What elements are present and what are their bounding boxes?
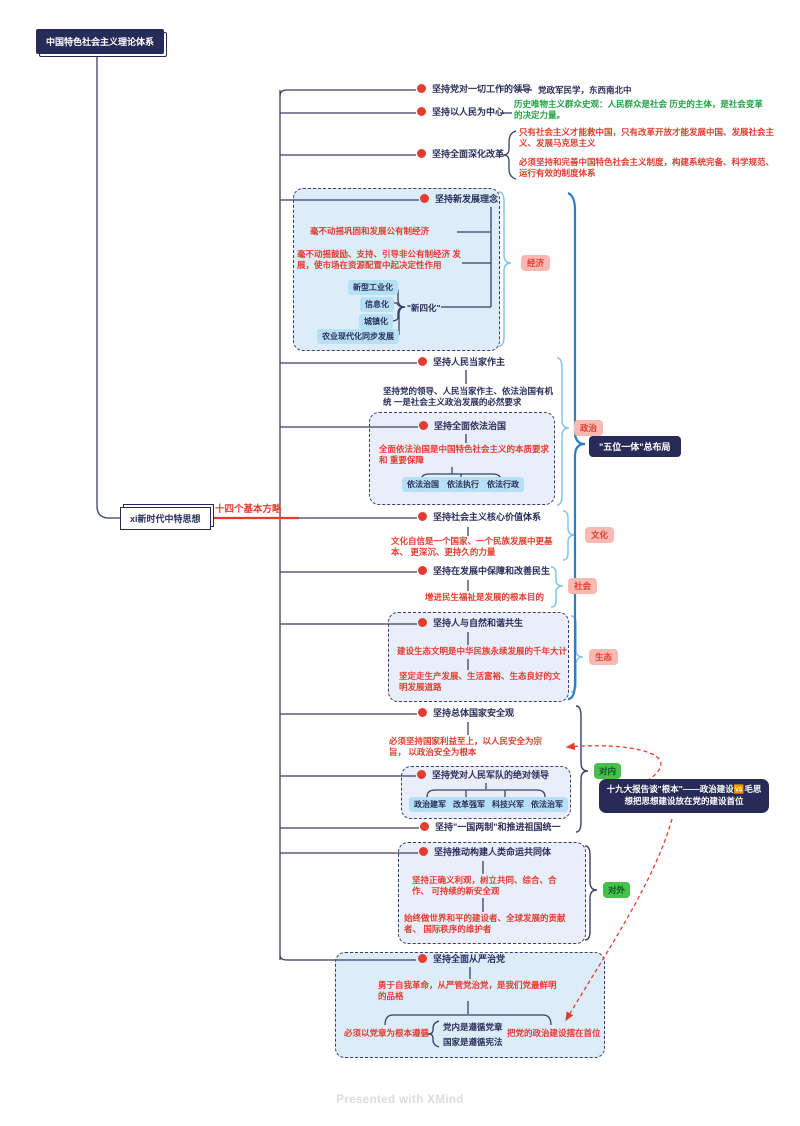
topic-deepen-reform[interactable]: 坚持全面深化改革 <box>417 147 504 160</box>
pill-reform-army[interactable]: 改革强军 <box>448 797 490 812</box>
center-node[interactable]: xi新时代中特思想 <box>120 507 211 530</box>
pill-industrialization[interactable]: 新型工业化 <box>348 280 398 295</box>
note-ecology-1[interactable]: 建设生态文明是中华民族永续发展的千年大计 <box>397 646 568 656</box>
pill-agri-modernization[interactable]: 农业现代化同步发展 <box>317 329 399 344</box>
bullet-icon <box>419 421 428 430</box>
bullet-icon <box>420 194 429 203</box>
bullet-icon <box>418 357 427 366</box>
category-pill-culture[interactable]: 文化 <box>585 527 615 543</box>
scope-pill-foreign[interactable]: 对外 <box>603 882 631 898</box>
callout-nineteenth-report[interactable]: 十九大报告谈"根本"——政治建设🆚毛思想把思想建设放在党的建设首位 <box>599 779 769 813</box>
section-box-economy <box>293 188 500 351</box>
bullet-icon <box>418 618 427 627</box>
note-community-1[interactable]: 坚持正确义利观，树立共同、综合、合作、 可持续的新安全观 <box>412 875 557 897</box>
root-node[interactable]: 中国特色社会主义理论体系 <box>36 29 165 54</box>
pill-tech-army[interactable]: 科技兴军 <box>487 797 529 812</box>
callout-five-in-one[interactable]: "五位一体"总布局 <box>589 436 681 457</box>
topic-new-development[interactable]: 坚持新发展理念 <box>420 192 498 205</box>
bullet-icon <box>418 512 427 521</box>
pill-urbanization[interactable]: 城镇化 <box>359 314 393 329</box>
topic-harmony-nature[interactable]: 坚持人与自然和谐共生 <box>418 616 523 629</box>
bullet-icon <box>417 107 426 116</box>
note-state-constitution[interactable]: 国家是遵循宪法 <box>443 1037 503 1047</box>
section-box-ecology <box>388 612 569 702</box>
note-economy-1[interactable]: 毫不动摇巩固和发展公有制经济 <box>310 226 430 236</box>
note-economy-2[interactable]: 毫不动摇鼓励、支持、引导非公有制经济 发展，使市场在资源配置中起决定性作用 <box>297 249 461 271</box>
note-reform-2[interactable]: 必须坚持和完善中国特色社会主义制度，构建系统完备、科学规范、运行有效的制度体系 <box>519 157 775 179</box>
topic-rule-of-law[interactable]: 坚持全面依法治国 <box>419 419 506 432</box>
note-livelihood[interactable]: 增进民生福祉是发展的根本目的 <box>425 592 545 602</box>
bullet-icon <box>417 149 426 158</box>
topic-one-country-two-systems[interactable]: 坚持"一国两制"和推进祖国统一 <box>420 820 561 833</box>
topic-national-security[interactable]: 坚持总体国家安全观 <box>418 706 514 719</box>
topic-party-leadership[interactable]: 坚持党对一切工作的领导 <box>417 82 531 95</box>
note-community-2[interactable]: 始终做世界和平的建设者、全球发展的贡献者、 国际秩序的维护者 <box>404 913 566 935</box>
topic-people-centered[interactable]: 坚持以人民为中心 <box>417 105 504 118</box>
topic-people-masters[interactable]: 坚持人民当家作主 <box>418 355 505 368</box>
watermark-presented-with-xmind: Presented with XMind <box>336 1094 464 1106</box>
topic-livelihood[interactable]: 坚持在发展中保障和改善民生 <box>418 564 550 577</box>
bullet-icon <box>419 847 428 856</box>
bullet-icon <box>420 822 429 831</box>
pill-political-army[interactable]: 政治建军 <box>409 797 451 812</box>
note-political-building-first[interactable]: 把党的政治建设摆在首位 <box>507 1028 601 1038</box>
note-reform-1[interactable]: 只有社会主义才能救中国，只有改革开放才能发展中国、发展社会主义、发展马克思主义 <box>519 127 775 149</box>
note-rule-of-law[interactable]: 全面依法治国是中国特色社会主义的本质要求和 重要保障 <box>379 444 550 466</box>
note-party-governance[interactable]: 勇于自我革命，从严管党治党，是我们党最鲜明 的品格 <box>378 980 557 1002</box>
note-national-security[interactable]: 必须坚持国家利益至上，以人民安全为宗旨， 以政治安全为根本 <box>389 736 543 758</box>
bullet-icon <box>417 84 426 93</box>
pill-law-enforcement[interactable]: 依法执行 <box>442 477 484 492</box>
label-four-modernizations[interactable]: "新四化" <box>407 303 441 313</box>
note-party-leadership[interactable]: 党政军民学，东西南北中 <box>538 85 632 95</box>
category-pill-ecology[interactable]: 生态 <box>589 649 619 665</box>
category-pill-society[interactable]: 社会 <box>568 578 598 594</box>
bullet-icon <box>418 566 427 575</box>
section-box-community <box>398 842 586 944</box>
category-pill-politics[interactable]: 政治 <box>574 420 604 436</box>
pill-law-administration[interactable]: 依法行政 <box>482 477 524 492</box>
note-ecology-2[interactable]: 坚定走生产发展、生活富裕、生态良好的文 明发展道路 <box>399 671 561 693</box>
note-people-masters[interactable]: 坚持党的领导、人民当家作主、依法治国有机统 一是社会主义政治发展的必然要求 <box>383 386 554 408</box>
note-core-values[interactable]: 文化自信是一个国家、一个民族发展中更基本、 更深沉、更持久的力量 <box>391 536 553 558</box>
scope-pill-domestic[interactable]: 对内 <box>594 763 622 779</box>
bullet-icon <box>418 708 427 717</box>
topic-army-leadership[interactable]: 坚持党对人民军队的绝对领导 <box>417 768 549 781</box>
bullet-icon <box>418 954 427 963</box>
topic-strict-party-governance[interactable]: 坚持全面从严治党 <box>418 952 505 965</box>
note-people-centered[interactable]: 历史唯物主义群众史观：人民群众是社会 历史的主体，是社会变革的决定力量。 <box>514 99 763 121</box>
note-within-party[interactable]: 党内是遵循党章 <box>443 1022 503 1032</box>
note-party-constitution[interactable]: 必须以党章为根本遵循 <box>344 1028 430 1038</box>
bullet-icon <box>417 770 426 779</box>
category-pill-economy[interactable]: 经济 <box>521 255 551 271</box>
pill-informatization[interactable]: 信息化 <box>360 297 394 312</box>
pill-law-army[interactable]: 依法治军 <box>526 797 568 812</box>
branch-label[interactable]: 十四个基本方略 <box>215 504 282 515</box>
topic-core-values[interactable]: 坚持社会主义核心价值体系 <box>418 510 541 523</box>
pill-law-governance[interactable]: 依法治国 <box>402 477 444 492</box>
topic-shared-future[interactable]: 坚持推动构建人类命运共同体 <box>419 845 551 858</box>
